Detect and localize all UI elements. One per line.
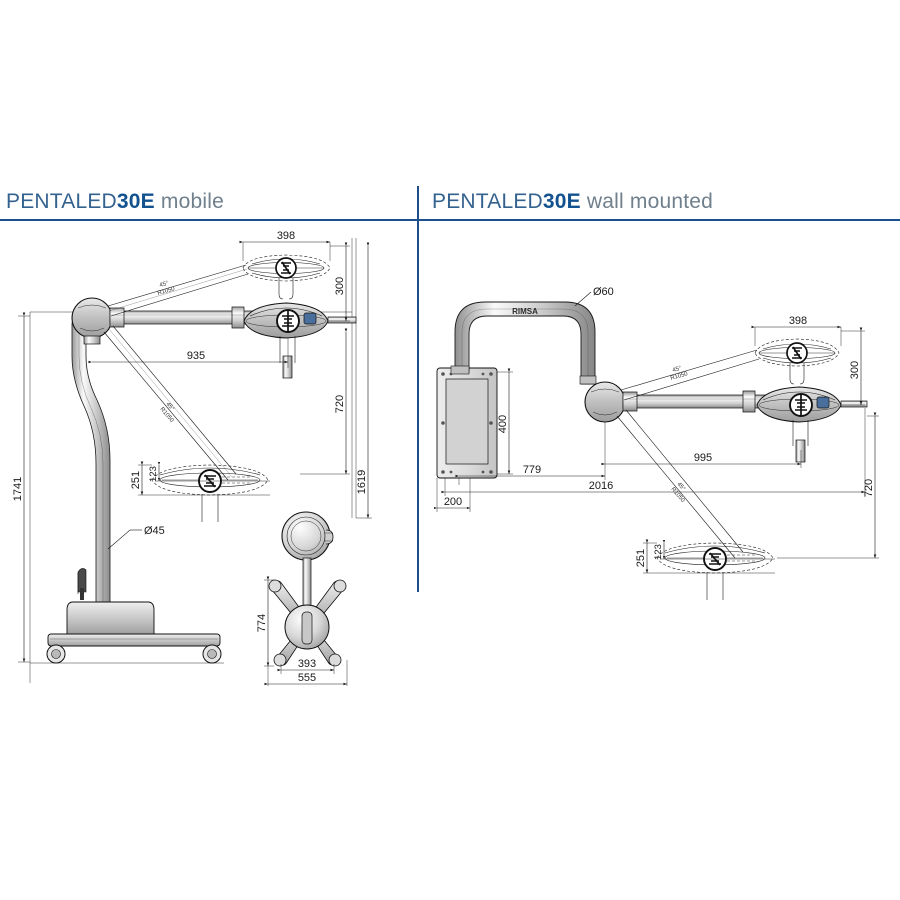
- dim-720: 720: [300, 328, 350, 475]
- dim-label-300: 300: [334, 277, 346, 295]
- page-title-wall: PENTALED30E wall mounted: [432, 190, 713, 214]
- wall-lamp-head-raised: [754, 338, 840, 385]
- wall-dim-label-200: 200: [444, 496, 462, 508]
- dim-251: 251: [130, 461, 270, 496]
- dim-label-935: 935: [187, 350, 205, 362]
- dim-label-251: 251: [130, 471, 142, 489]
- base-legs-top-view: [268, 579, 347, 667]
- arm-pivot-joint: [71, 297, 113, 345]
- dim-diameter-60: Ø60: [574, 286, 614, 307]
- page-title-mobile: PENTALED30E mobile: [6, 190, 224, 214]
- dim-label-774: 774: [256, 614, 268, 632]
- wall-dim-720: 720: [777, 412, 879, 559]
- dim-1741: 1741: [12, 312, 30, 663]
- wall-dim-2016: 2016: [441, 408, 866, 496]
- angle-note-up-1: 45°: [159, 280, 170, 288]
- wall-dim-label-398: 398: [789, 315, 807, 327]
- wall-dim-779: 779: [455, 422, 606, 485]
- brand-mark-rimsa: RIMSA: [512, 307, 538, 316]
- lamp-head-main: [243, 302, 357, 379]
- arm-lowered-position: 45° R1050: [103, 325, 237, 481]
- dim-398-top: 398: [239, 230, 331, 261]
- dim-774: 774: [256, 576, 274, 667]
- dim-300: 300: [328, 242, 350, 322]
- dim-555: 555: [264, 660, 348, 686]
- wall-dim-123: 123: [653, 540, 775, 560]
- wall-dim-251: 251: [635, 539, 775, 574]
- dim-label-123: 123: [148, 466, 159, 482]
- mobile-column: [71, 322, 111, 603]
- wall-dim-label-400: 400: [497, 415, 509, 433]
- dim-label-398-top: 398: [277, 230, 295, 242]
- mobile-diagram: 398: [12, 230, 372, 683]
- wall-dim-label-2016: 2016: [589, 480, 613, 492]
- wall-dim-995: 995: [601, 450, 802, 468]
- wall-pivot-joint: [584, 381, 626, 423]
- dim-label-1741: 1741: [12, 477, 24, 501]
- wall-diagram: RIMSA Ø60 45° R1050: [434, 286, 879, 600]
- wall-lamp-head-lowered: [656, 542, 774, 600]
- dim-label-555: 555: [298, 672, 316, 684]
- dim-123: 123: [148, 462, 270, 482]
- wall-angle-note-down-1: 45°: [675, 481, 686, 492]
- lamp-head-top-view: [281, 511, 334, 561]
- wall-horizontal-arm: [622, 390, 772, 413]
- wall-arm-lowered: 45° R1050: [616, 409, 744, 559]
- dim-935: 935: [88, 338, 289, 368]
- wall-arm-tube: RIMSA: [450, 301, 597, 385]
- column-divider: [417, 186, 419, 592]
- dim-1619: 1619: [356, 242, 372, 519]
- dim-label-393: 393: [298, 658, 316, 670]
- dim-393: 393: [277, 658, 335, 674]
- wall-dim-label-995: 995: [694, 452, 712, 464]
- angle-note-down-1: 45°: [164, 401, 175, 412]
- wall-dim-label-251: 251: [635, 549, 647, 567]
- wall-dim-398: 398: [751, 315, 842, 346]
- header-rule: [0, 219, 900, 221]
- mobile-base-top-view: 774 393 555: [256, 511, 348, 686]
- wall-mounting-plate: [436, 367, 498, 479]
- wall-lamp-head-main: [756, 386, 868, 463]
- wall-dim-200: 200: [434, 478, 471, 512]
- title-brand-left: PENTALED: [6, 190, 117, 213]
- wall-dim-label-300: 300: [849, 361, 861, 379]
- dim-label-d60: Ø60: [593, 286, 614, 298]
- dim-label-1619: 1619: [356, 470, 368, 494]
- horizontal-arm: [109, 306, 261, 329]
- dim-label-720: 720: [334, 395, 346, 413]
- lamp-head-raised: [242, 254, 331, 300]
- dim-diameter-45: Ø45: [107, 525, 165, 550]
- wall-dim-400: 400: [497, 368, 513, 475]
- dim-label-d45: Ø45: [144, 525, 165, 537]
- wall-angle-note-up-2: R1050: [670, 371, 689, 382]
- angle-note-up-2: R1050: [157, 286, 176, 297]
- wall-dim-300: 300: [841, 327, 865, 406]
- title-model-right: 30E: [542, 190, 581, 213]
- wall-dim-label-123: 123: [653, 544, 664, 560]
- wall-arm-raised: 45° R1050: [620, 349, 760, 401]
- wall-angle-note-up-1: 45°: [672, 365, 683, 373]
- title-brand-right: PENTALED: [432, 190, 543, 213]
- wall-dim-label-720: 720: [863, 479, 875, 497]
- arm-raised-position: 45° R1050: [107, 264, 249, 317]
- title-variant-left: mobile: [154, 190, 224, 213]
- title-model-left: 30E: [116, 190, 155, 213]
- wall-dim-label-779: 779: [523, 464, 541, 476]
- mobile-base: [30, 568, 224, 664]
- title-variant-right: wall mounted: [580, 190, 714, 213]
